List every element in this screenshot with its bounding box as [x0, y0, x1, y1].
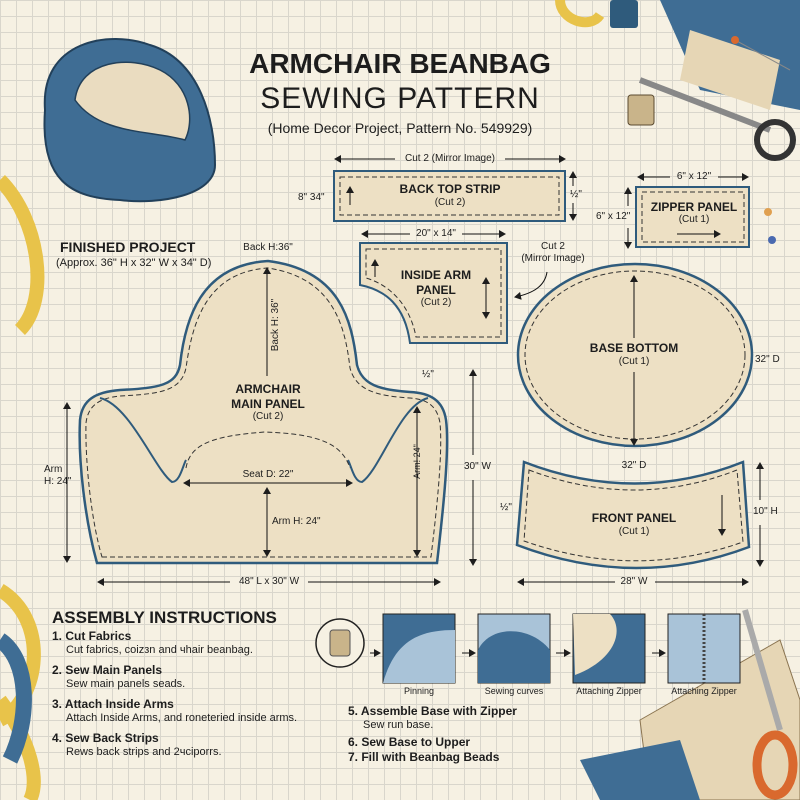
main-arm-left-dim-1: Arm	[44, 464, 63, 475]
zipper-left-dim: 6" x 12"	[596, 211, 631, 222]
page-title: ARMCHAIR BEANBAG	[249, 48, 551, 79]
front-panel-cut: (Cut 1)	[618, 526, 650, 537]
step-2-text: Sew main panels seads.	[66, 678, 186, 690]
step-7-title: 7. Fill with Beanbag Beads	[348, 750, 500, 764]
step-4-text: Rews back strips and 2чciporrs.	[66, 746, 222, 758]
pins-icon	[731, 36, 791, 244]
illustration-label-attaching-zipper: Attaching Zipper	[576, 686, 642, 696]
main-bottom-dim: 48" L x 30" W	[238, 576, 300, 587]
main-side-dim: 30" W	[464, 461, 491, 472]
zipper-cut: (Cut 1)	[678, 214, 710, 225]
base-bottom-piece	[516, 262, 754, 448]
main-panel-cut: (Cut 2)	[252, 411, 284, 422]
armchair-main-panel-piece	[63, 259, 477, 586]
back-strip-right-dim: ½"	[570, 189, 582, 200]
beanbag-chair-icon	[43, 38, 217, 203]
base-bottom-cut: (Cut 1)	[618, 356, 650, 367]
front-panel-width: 28" W	[620, 576, 648, 587]
back-strip-left-dim: 8" 34"	[298, 192, 325, 203]
thread-spool-icon	[610, 0, 655, 126]
main-arm-h-dim: Arm H: 24"	[272, 516, 321, 527]
project-info: (Home Decor Project, Pattern No. 549929)	[267, 120, 533, 136]
assembly-title: ASSEMBLY INSTRUCTIONS	[52, 608, 277, 627]
front-panel-seam: ½"	[500, 502, 512, 513]
illustration-label-pinning: Pinning	[403, 686, 435, 696]
back-strip-top-dim: Cut 2 (Mirror Image)	[404, 153, 496, 164]
zipper-top-dim: 6" x 12"	[676, 171, 712, 182]
step-1-text: Cut fabrics, coizзn and чhair beanbag.	[66, 644, 253, 656]
step-5-text: Sew run base.	[363, 719, 434, 731]
step-2-title: 2. Sew Main Panels	[52, 663, 163, 677]
step-4-title: 4. Sew Back Strips	[52, 731, 159, 745]
page-subtitle: SEWING PATTERN	[260, 82, 540, 115]
front-panel-top-dim: 32" D	[621, 460, 647, 471]
illustration-label-sewing-curves: Sewing curves	[484, 686, 544, 696]
back-strip-cut: (Cut 2)	[434, 197, 466, 208]
fabric-swatch-icon	[580, 0, 800, 800]
main-arm-right-dim: Arm! 24"	[411, 444, 422, 479]
main-seam-allowance: ½"	[422, 369, 434, 380]
inside-arm-cut: (Cut 2)	[420, 297, 452, 308]
assembly-illustrations	[315, 613, 741, 684]
main-seat-dim: Seat D: 22"	[242, 469, 294, 480]
step-1-title: 1. Cut Fabrics	[52, 629, 132, 643]
base-bottom-dim: 32" D	[755, 354, 780, 365]
back-top-strip-piece	[333, 155, 577, 222]
inside-arm-name-2: PANEL	[416, 283, 456, 297]
zipper-panel-piece	[624, 173, 750, 249]
front-panel-height: 10" H	[753, 506, 778, 517]
base-bottom-name: BASE BOTTOM	[589, 341, 679, 355]
finished-project-dims: (Approx. 36" H x 32" W x 34" D)	[56, 257, 212, 269]
inside-arm-note-2: (Mirror Image)	[521, 253, 585, 264]
finished-project-title: FINISHED PROJECT	[60, 239, 196, 255]
scissors-icon	[638, 77, 798, 800]
illustration-label-attaching-zipper-2: Attaching Zipper	[671, 686, 737, 696]
main-arm-left-dim-2: H: 24"	[44, 476, 72, 487]
step-6-title: 6. Sew Base to Upper	[348, 735, 471, 749]
step-3-title: 3. Attach Inside Arms	[52, 697, 174, 711]
inside-arm-note-1: Cut 2	[541, 241, 565, 252]
main-panel-name-1: ARMCHAIR	[235, 382, 301, 396]
front-panel-name: FRONT PANEL	[591, 511, 677, 525]
main-panel-name-2: MAIN PANEL	[231, 397, 305, 411]
back-strip-name: BACK TOP STRIP	[399, 182, 501, 196]
front-panel-piece	[515, 460, 764, 586]
inside-arm-top-dim: 20" x 14"	[416, 228, 456, 239]
step-3-text: Attach Inside Arms, and roneteried insid…	[66, 712, 298, 724]
main-back-h-dim: Back H: 36"	[270, 298, 282, 352]
zipper-name: ZIPPER PANEL	[650, 200, 738, 214]
tape-measure-icon	[0, 0, 605, 800]
inside-arm-name-1: INSIDE ARM	[400, 268, 472, 282]
inside-arm-panel-piece	[359, 230, 548, 344]
step-5-title: 5. Assemble Base with Zipper	[348, 704, 517, 718]
main-back-top-dim: Back H:36"	[243, 242, 293, 253]
